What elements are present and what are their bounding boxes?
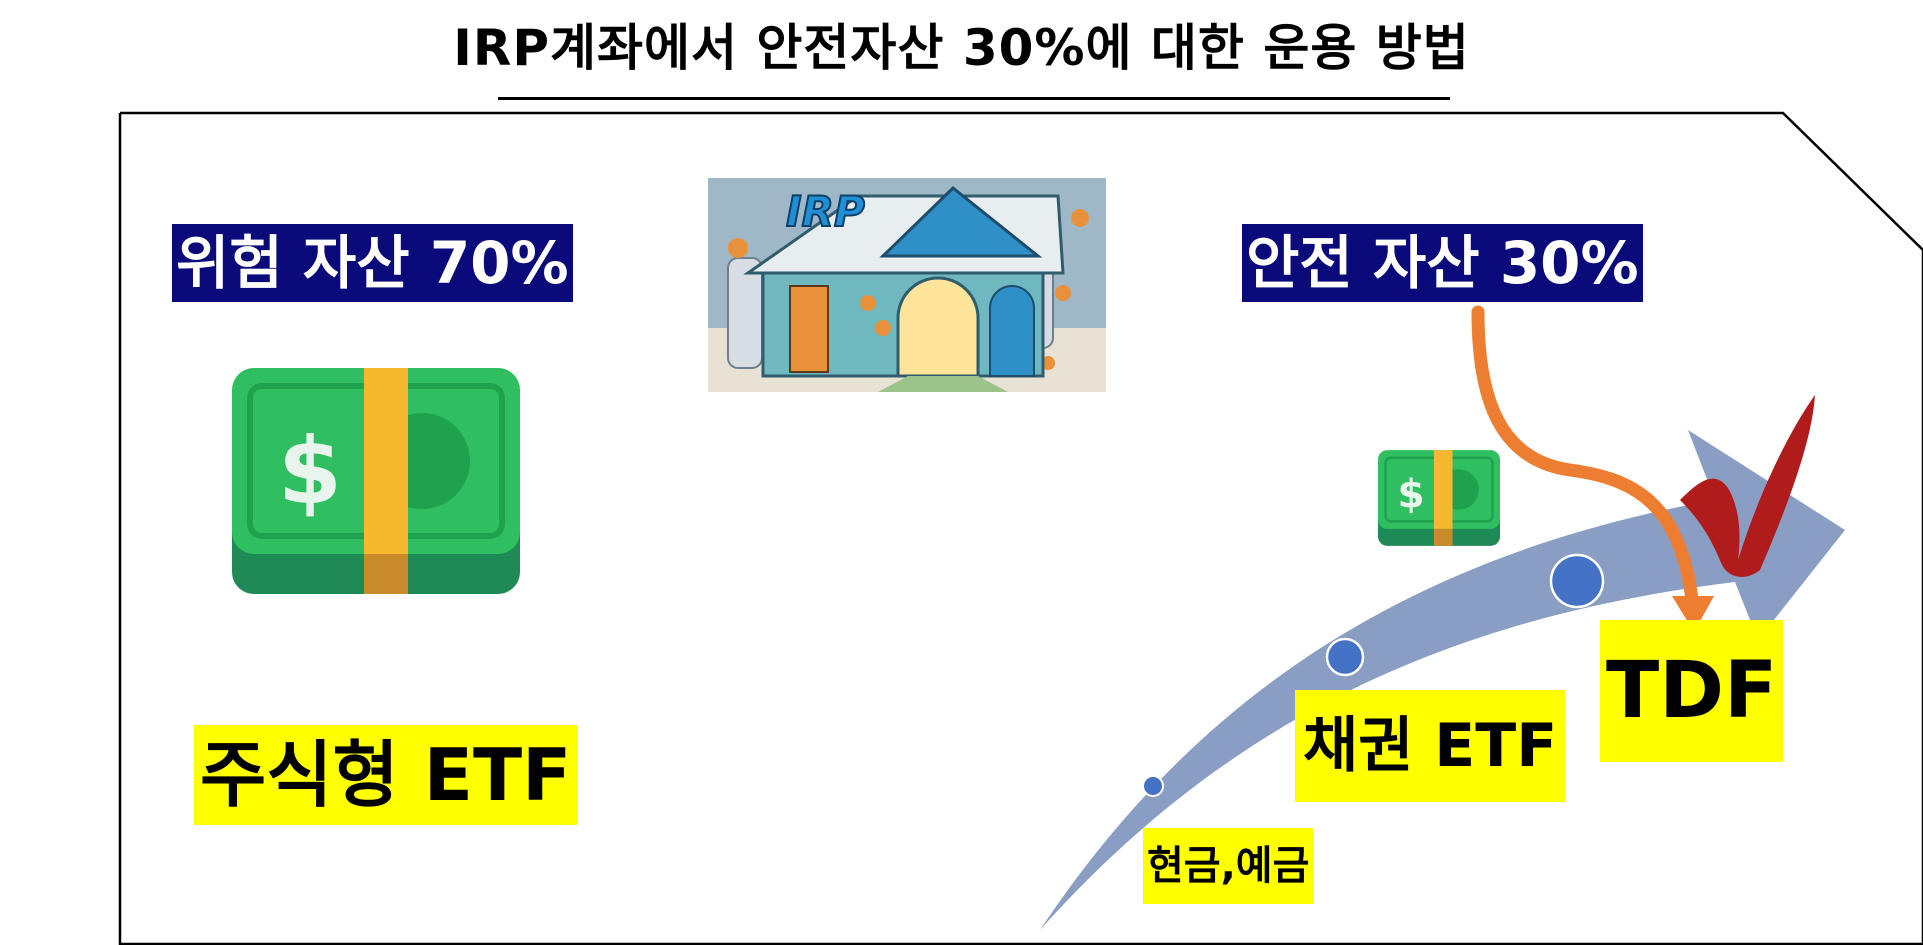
title-underline xyxy=(498,97,1450,100)
page-title: IRP계좌에서 안전자산 30%에 대한 운용 방법 xyxy=(453,19,1470,77)
band-dot-medium xyxy=(1325,637,1365,677)
cash-deposit-label: 현금,예금 xyxy=(1143,828,1314,904)
svg-text:$: $ xyxy=(1397,472,1424,517)
svg-text:IRP: IRP xyxy=(786,187,865,236)
safe-asset-label: 안전 자산 30% xyxy=(1242,224,1643,302)
orange-curved-arrow xyxy=(1471,305,1699,607)
risk-asset-label: 위험 자산 70% xyxy=(172,224,573,302)
orange-arrow-head xyxy=(1672,596,1714,632)
band-dot-large xyxy=(1549,553,1605,609)
bond-etf-label: 채권 ETF xyxy=(1295,690,1566,802)
checkmark-icon xyxy=(1680,395,1815,577)
svg-text:$: $ xyxy=(278,418,342,525)
irp-house-image: IRP xyxy=(708,178,1106,392)
growth-band xyxy=(1040,430,1845,930)
stock-etf-label: 주식형 ETF xyxy=(194,725,578,825)
money-stack-icon: $ xyxy=(1378,450,1500,550)
money-stack-icon: $ xyxy=(232,368,520,598)
tdf-label: TDF xyxy=(1600,620,1784,762)
band-dot-small xyxy=(1142,775,1164,797)
